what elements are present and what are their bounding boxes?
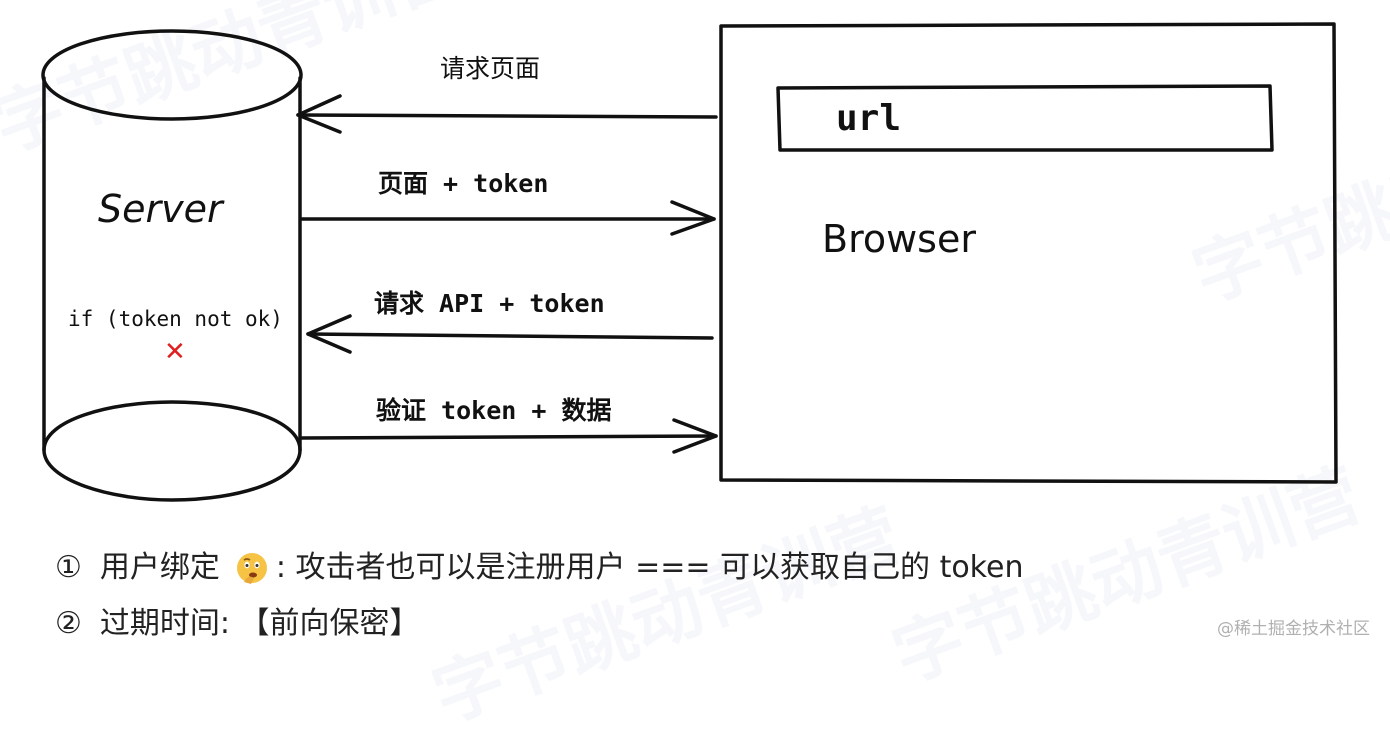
note-text: 过期时间: 【前向保密】 bbox=[99, 606, 420, 641]
edge-label: 页面 + token bbox=[378, 169, 548, 198]
thinking-face-icon bbox=[236, 553, 267, 584]
note-number: ① bbox=[55, 550, 82, 585]
token-flow-diagram: .stk { stroke: #111; stroke-width: 3.5; … bbox=[41, 22, 1338, 502]
server-node: Server if (token not ok) ✕ bbox=[41, 29, 303, 502]
edge-request-api: 请求 API + token bbox=[306, 289, 714, 354]
watermark-brand: 字节跳动青训营 bbox=[422, 493, 912, 738]
note-text-before: 用户绑定 bbox=[99, 550, 220, 585]
note-number: ② bbox=[55, 606, 82, 641]
server-label: Server bbox=[98, 187, 225, 231]
watermark-credit: @稀土掘金技术社区 bbox=[1217, 619, 1370, 639]
note-text-after: : 攻击者也可以是注册用户 === 可以获取自己的 token bbox=[275, 550, 1024, 585]
edge-label: 请求页面 bbox=[440, 54, 540, 83]
edge-label: 验证 token + 数据 bbox=[376, 396, 611, 425]
note-1: ① 用户绑定 : 攻击者也可以是注册用户 === 可以获取自己的 token bbox=[55, 548, 1023, 588]
browser-url-label: url bbox=[836, 98, 901, 139]
browser-node: url Browser bbox=[719, 22, 1338, 484]
edge-label: 请求 API + token bbox=[374, 289, 605, 318]
edge-request-page: 请求页面 bbox=[296, 54, 718, 134]
reject-icon: ✕ bbox=[164, 337, 186, 367]
edge-page-token: 页面 + token bbox=[300, 169, 716, 236]
server-condition: if (token not ok) bbox=[68, 307, 283, 331]
note-2: ② 过期时间: 【前向保密】 bbox=[55, 604, 420, 644]
edge-verify-token: 验证 token + 数据 bbox=[300, 396, 718, 454]
browser-label: Browser bbox=[822, 217, 976, 261]
